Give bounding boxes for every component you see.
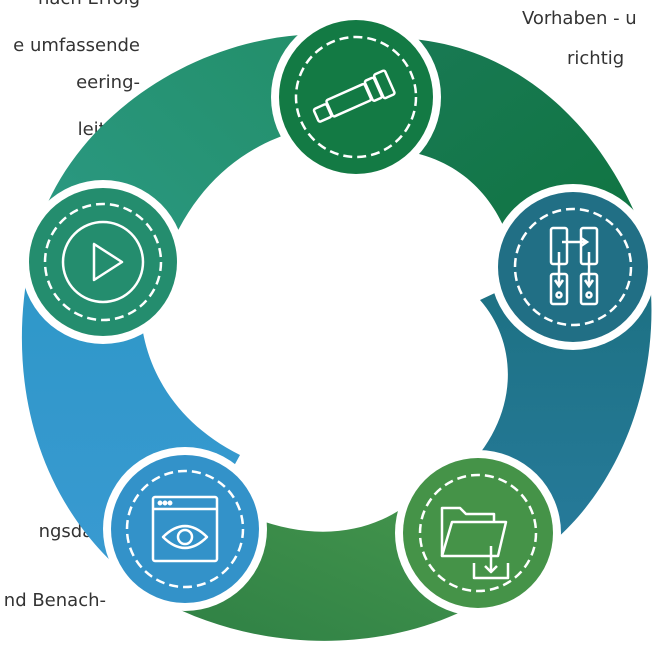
process-flow-icon [549, 226, 599, 306]
step-play [21, 180, 185, 344]
step-folder [395, 450, 561, 616]
text-line-tr-1: Vorhaben - u [522, 8, 637, 29]
folder-download-icon [440, 506, 510, 580]
play-icon [61, 220, 145, 304]
text-line-tl-1: nach Erfolg [38, 0, 140, 9]
text-line-tl-3: eering- [76, 72, 140, 93]
text-line-tl-2: e umfassende [13, 35, 140, 56]
step-telescope [271, 12, 441, 182]
text-line-bl-4: nd Benach- [3, 590, 106, 611]
text-line-tr-2: richtig [567, 48, 625, 69]
step-process [490, 184, 654, 350]
browser-eye-icon [151, 495, 219, 563]
telescope-icon [312, 69, 396, 123]
step-browser [103, 447, 267, 611]
